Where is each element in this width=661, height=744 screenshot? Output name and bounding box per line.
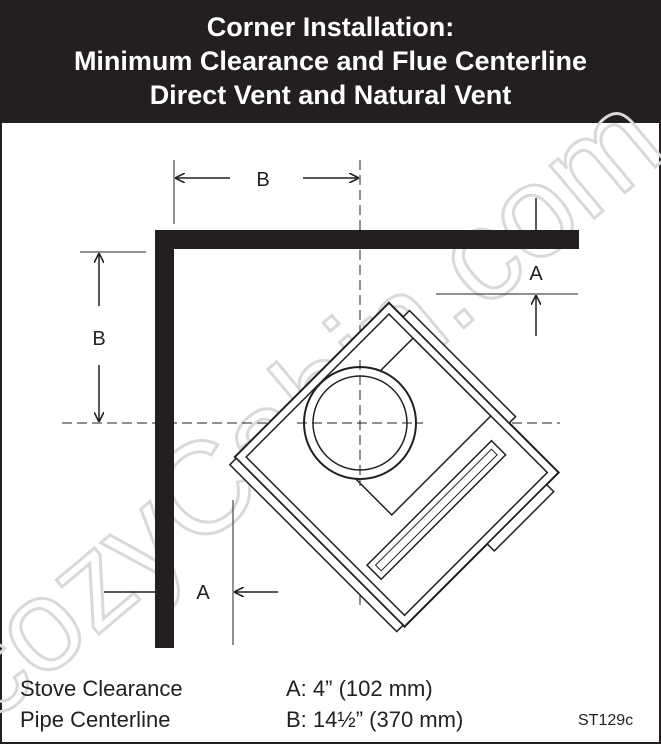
label-b-top: B <box>256 169 269 191</box>
legend-stove-clearance: Stove Clearance <box>20 676 183 701</box>
legend-a-value: A: 4” (102 mm) <box>286 676 433 701</box>
title-line-3: Direct Vent and Natural Vent <box>149 80 512 110</box>
title-line-2: Minimum Clearance and Flue Centerline <box>73 46 588 76</box>
legend-pipe-centerline: Pipe Centerline <box>20 707 171 732</box>
stove-handle <box>365 439 507 581</box>
legend-b-value: B: 14½” (370 mm) <box>286 707 464 732</box>
label-a-bottom: A <box>196 582 210 604</box>
side-wall <box>155 230 174 648</box>
label-a-right: A <box>529 263 543 285</box>
figure-code: ST129c <box>578 712 634 729</box>
title-banner: Corner Installation: Minimum Clearance a… <box>2 2 659 123</box>
back-wall <box>155 230 579 249</box>
label-b-left: B <box>92 328 105 350</box>
title-line-1: Corner Installation: <box>206 12 455 42</box>
